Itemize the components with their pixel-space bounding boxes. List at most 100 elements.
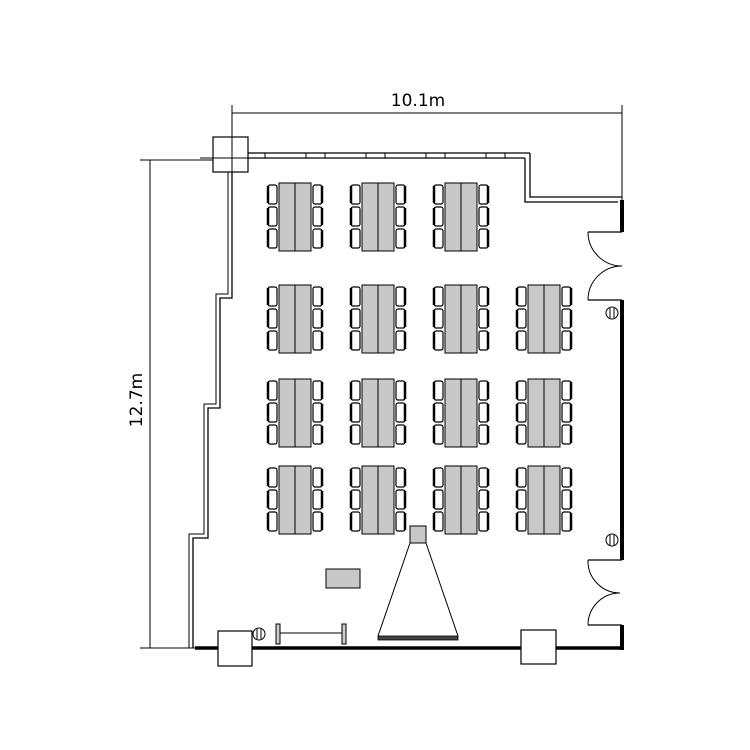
chair (312, 402, 323, 423)
chair (350, 286, 361, 307)
door-lower (587, 559, 621, 626)
table-group (349, 182, 407, 252)
chair (312, 424, 323, 445)
chair (312, 489, 323, 510)
projection-screen (377, 635, 459, 641)
door-upper (587, 231, 623, 301)
chair (395, 308, 406, 329)
projector (409, 525, 427, 544)
chair (433, 206, 444, 227)
chair (478, 402, 489, 423)
chair (395, 206, 406, 227)
table (377, 465, 395, 535)
chair (267, 286, 278, 307)
chair (561, 511, 572, 532)
chair (561, 330, 572, 351)
table (444, 284, 462, 354)
chair (395, 286, 406, 307)
table (527, 465, 545, 535)
chair (478, 424, 489, 445)
chair (395, 184, 406, 205)
chair (561, 308, 572, 329)
table (361, 378, 379, 448)
table (460, 465, 478, 535)
chair (267, 330, 278, 351)
table-group (266, 284, 324, 354)
table (377, 284, 395, 354)
chair (516, 380, 527, 401)
table-group (515, 465, 573, 535)
chair (516, 402, 527, 423)
outlet-icon (605, 306, 619, 320)
chair (395, 228, 406, 249)
chair (478, 511, 489, 532)
chair (433, 380, 444, 401)
table-group (266, 378, 324, 448)
chair (350, 424, 361, 445)
chair (433, 402, 444, 423)
chair (350, 402, 361, 423)
outlet-icon (605, 533, 619, 547)
chair (267, 402, 278, 423)
table-group (515, 378, 573, 448)
table (361, 465, 379, 535)
table (278, 182, 296, 252)
chair (433, 489, 444, 510)
column-top-left (212, 136, 249, 173)
chair (561, 424, 572, 445)
chair (561, 286, 572, 307)
chair (478, 489, 489, 510)
table (294, 182, 312, 252)
chair (267, 489, 278, 510)
chair (478, 308, 489, 329)
table (460, 182, 478, 252)
chair (267, 467, 278, 488)
chair (312, 308, 323, 329)
chair (312, 511, 323, 532)
chair (516, 467, 527, 488)
chair (478, 228, 489, 249)
table (460, 284, 478, 354)
chair (350, 184, 361, 205)
chair (433, 330, 444, 351)
chair (350, 489, 361, 510)
table (527, 284, 545, 354)
table (460, 378, 478, 448)
table (294, 284, 312, 354)
table-group (349, 465, 407, 535)
outlet-icon (252, 627, 266, 641)
chair (478, 206, 489, 227)
chair (478, 380, 489, 401)
table-group (432, 378, 490, 448)
chair (267, 206, 278, 227)
chair (516, 330, 527, 351)
chair (433, 308, 444, 329)
table (444, 182, 462, 252)
height-dimension (140, 159, 240, 649)
chair (561, 467, 572, 488)
chair (516, 286, 527, 307)
table-group (515, 284, 573, 354)
chair (516, 489, 527, 510)
chair (433, 424, 444, 445)
chair (395, 402, 406, 423)
chair (350, 511, 361, 532)
table (278, 465, 296, 535)
chair (350, 308, 361, 329)
column-bottom-left (217, 630, 253, 667)
table (278, 378, 296, 448)
chair (350, 228, 361, 249)
chair (395, 489, 406, 510)
projection-beam (377, 542, 459, 637)
table (527, 378, 545, 448)
chair (267, 424, 278, 445)
width-label: 10.1m (391, 91, 445, 111)
chair (433, 228, 444, 249)
chair (433, 511, 444, 532)
table (294, 465, 312, 535)
chair (478, 286, 489, 307)
chair (561, 489, 572, 510)
table (361, 284, 379, 354)
table (543, 284, 561, 354)
